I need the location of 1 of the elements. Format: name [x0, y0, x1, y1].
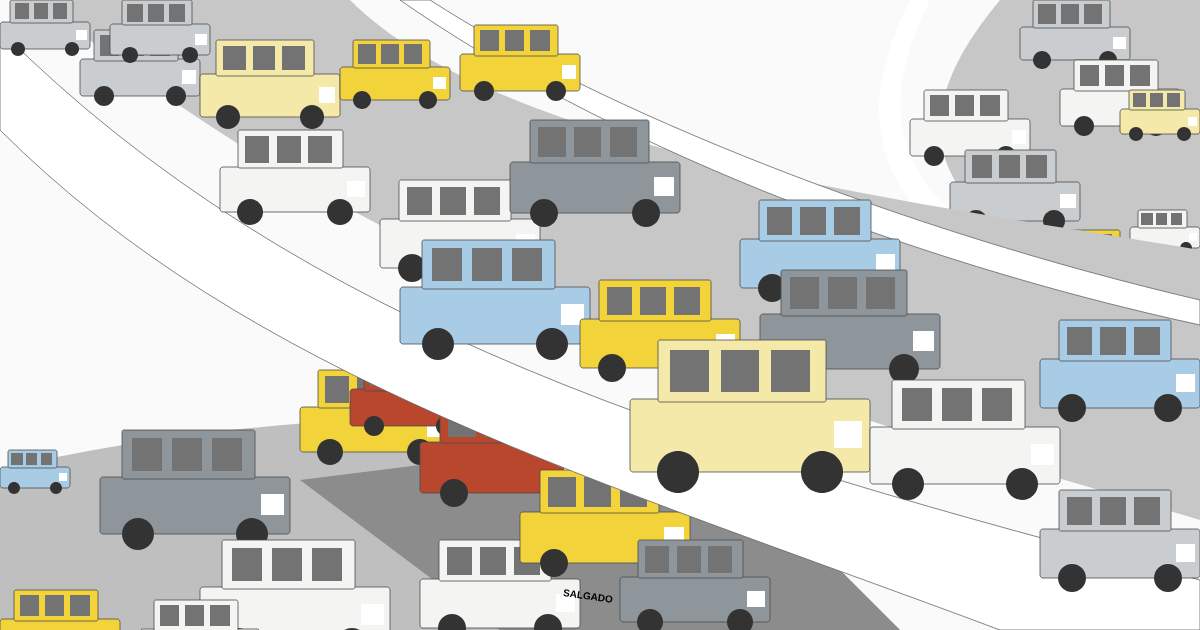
signature: SALGADO [563, 589, 613, 603]
